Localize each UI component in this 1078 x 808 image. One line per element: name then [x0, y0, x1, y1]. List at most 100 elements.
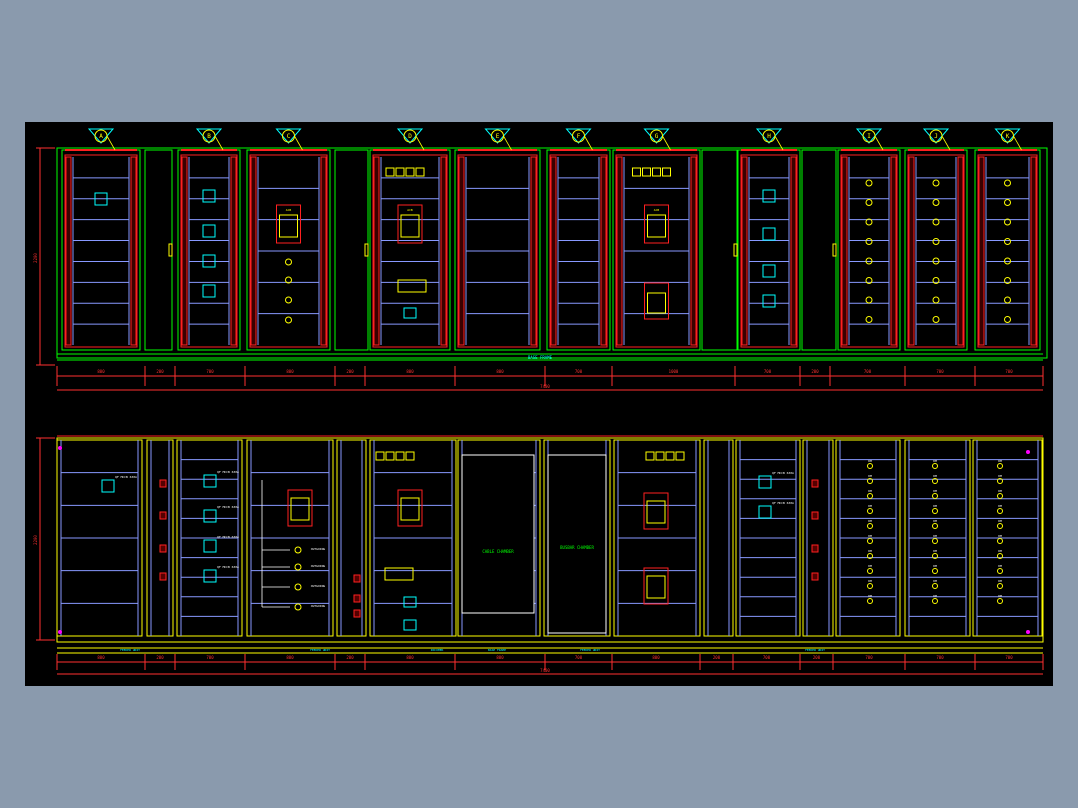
breaker-tag: ACB — [286, 208, 292, 212]
breaker-body — [290, 497, 310, 521]
cabinet-label: F — [577, 133, 581, 140]
lamp-tag: KM — [933, 534, 937, 538]
feeder-tag: QF MCCB 630A — [772, 501, 794, 505]
door-hatch-right — [1030, 156, 1037, 346]
mounting-plate — [461, 454, 535, 614]
front-cabinet: K — [974, 128, 1041, 351]
meter-box — [403, 619, 417, 631]
front-cabinet: H — [737, 128, 801, 351]
width-dim-label: 800 — [97, 369, 105, 374]
indicator-lamp — [932, 508, 938, 514]
door-outline — [840, 154, 898, 348]
width-dim-label: 800 — [97, 655, 105, 660]
base-module-label: FEEDER UNIT — [310, 648, 330, 652]
cabinet-label: D — [408, 133, 412, 140]
indicator-lamp — [285, 258, 292, 266]
cabinet-label: A — [99, 133, 103, 140]
width-dim-label: 700 — [575, 655, 583, 660]
rear-cabinet — [703, 439, 734, 637]
feeder-tag: QF MCCB 630A — [217, 470, 239, 474]
rear-cabinet-outline — [735, 439, 801, 637]
terminal-strip — [811, 479, 819, 488]
meter-box — [395, 451, 405, 461]
front-cabinet — [801, 149, 837, 351]
door-hatch-left — [373, 156, 380, 346]
height-dim-label: 2200 — [33, 253, 38, 263]
rear-cabinet — [972, 439, 1043, 637]
cabinet-outline — [246, 149, 331, 351]
base-module-label: INCOMER — [431, 648, 444, 652]
door-outline — [907, 154, 965, 348]
front-cabinet — [334, 149, 369, 351]
meter-box — [758, 475, 772, 489]
width-dim-label: 1000 — [669, 369, 679, 374]
indicator-lamp — [997, 523, 1003, 529]
outgoing-tag: OUTGOING — [311, 584, 326, 588]
indicator-lamp — [1004, 199, 1011, 206]
feeder-tag: QF MCCB 630A — [217, 505, 239, 509]
rear-cabinet — [802, 439, 834, 637]
width-dim-label: 200 — [813, 655, 821, 660]
breaker-frame — [276, 204, 301, 244]
outgoing-tag: OUTGOING — [311, 564, 326, 568]
meter-box — [405, 167, 415, 177]
lamp-tag: KM — [998, 489, 1002, 493]
indicator-lamp — [932, 199, 940, 206]
width-dim-label: 700 — [575, 369, 583, 374]
meter-box — [395, 167, 405, 177]
rear-cabinet — [336, 439, 367, 637]
breaker-tag: ACB — [654, 208, 660, 212]
cabinet-label: J — [934, 133, 938, 140]
width-dim-label: 200 — [713, 655, 721, 660]
feeder-tag: QF MCCB 630A — [217, 565, 239, 569]
front-cabinet: A — [61, 128, 141, 351]
indicator-lamp — [932, 553, 938, 559]
rear-cabinet-outline — [56, 439, 143, 637]
front-cabinet: I — [837, 128, 901, 351]
cabinet-label: K — [1006, 133, 1010, 140]
door-handle — [364, 243, 369, 257]
door-outline — [615, 154, 698, 348]
leader-line — [214, 135, 224, 151]
lamp-tag: KM — [868, 579, 872, 583]
leader-line — [774, 135, 784, 151]
lamp-tag: KM — [933, 549, 937, 553]
meter-box — [203, 569, 217, 583]
cabinet-label: E — [496, 133, 500, 140]
busbar-chamber-label: BUSBAR CHAMBER — [560, 545, 594, 550]
cabinet-outline — [144, 149, 173, 351]
lamp-tag: KM — [998, 519, 1002, 523]
meter-box — [762, 264, 776, 278]
width-dim-label: 800 — [286, 655, 294, 660]
indicator-lamp — [997, 508, 1003, 514]
width-dim-label: 800 — [406, 369, 414, 374]
indicator-lamp — [865, 199, 873, 206]
outgoing-tag: OUTGOING — [311, 604, 326, 608]
leader-line — [874, 135, 884, 151]
indicator-lamp — [865, 316, 873, 323]
breaker-body — [279, 214, 298, 238]
rear-cabinet-outline — [246, 439, 334, 637]
meter-box — [101, 479, 115, 493]
terminal-strip — [353, 594, 361, 603]
width-dim-label: 700 — [936, 655, 944, 660]
breaker-frame — [643, 492, 669, 530]
rear-cabinet-outline — [543, 439, 611, 637]
lamp-tag: KM — [998, 564, 1002, 568]
indicator-lamp — [1004, 179, 1011, 187]
lamp-tag: KM — [933, 519, 937, 523]
lamp-tag: KM — [933, 594, 937, 598]
rear-cabinet — [735, 439, 801, 637]
indicator-lamp — [285, 316, 292, 324]
door-outline — [549, 154, 608, 348]
width-dim-label: 700 — [864, 369, 872, 374]
indicator-lamp — [867, 508, 873, 514]
front-cabinet: J — [904, 128, 968, 351]
breaker-body — [647, 292, 666, 314]
terminal-strip — [353, 574, 361, 583]
breaker-body — [400, 497, 420, 521]
